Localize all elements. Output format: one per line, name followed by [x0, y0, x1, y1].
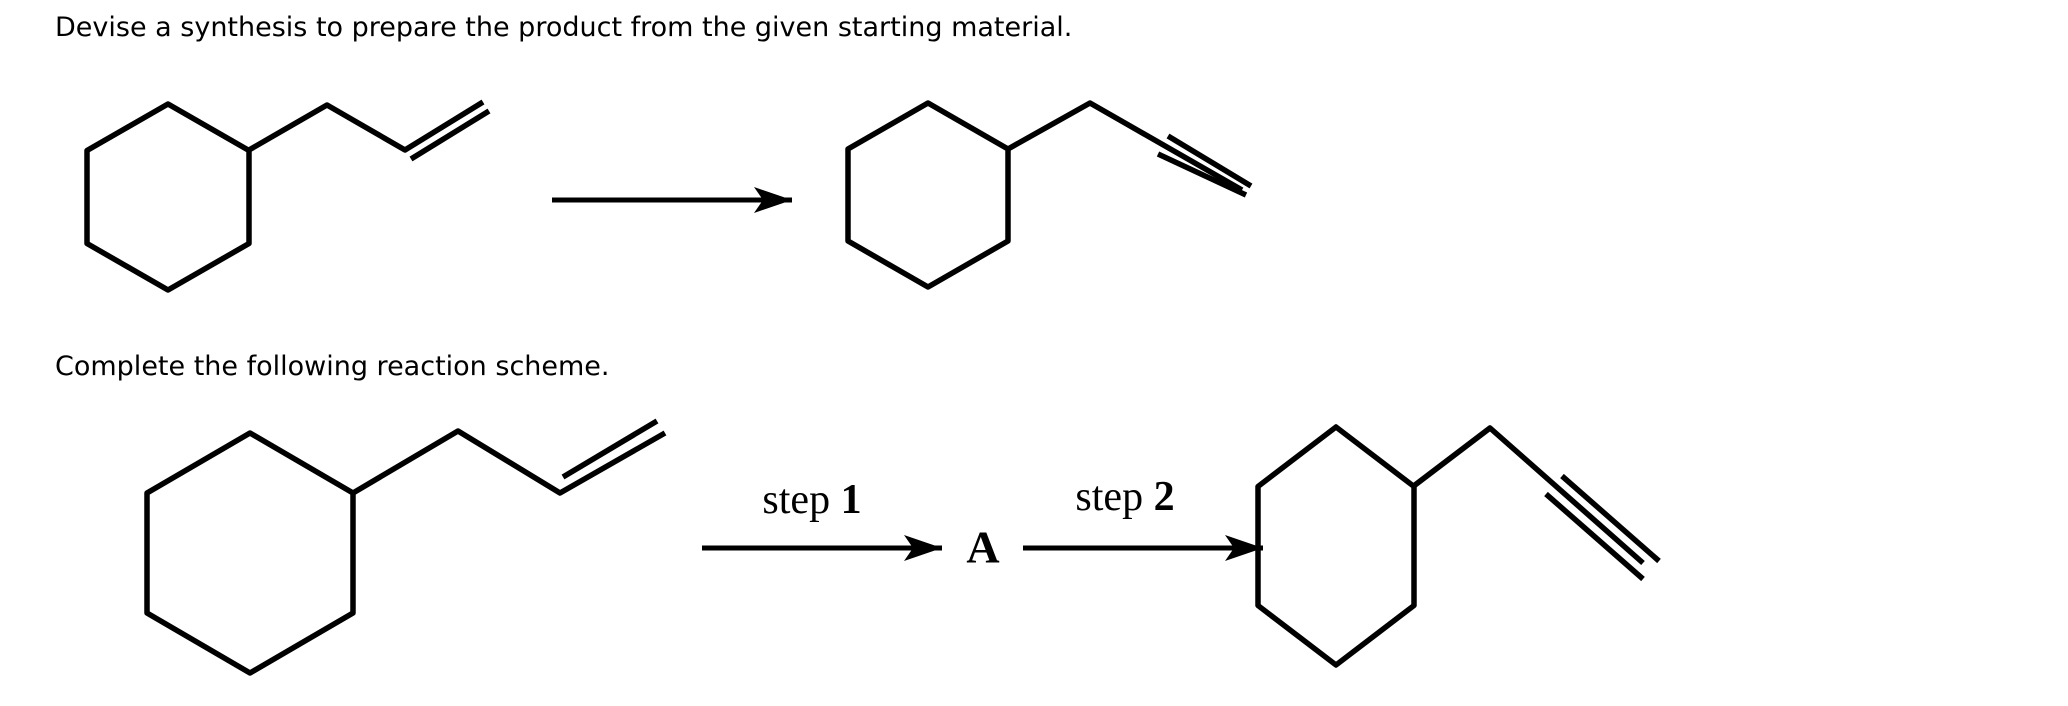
cyclohexane-ring — [845, 100, 1011, 290]
step1-word: step — [762, 477, 831, 523]
molecule-cyclohexylpropyne-product-2 — [1255, 424, 1661, 668]
molecules-layer — [84, 99, 1661, 676]
triple-bond-flank-lower — [1156, 151, 1248, 198]
arrows-layer — [552, 187, 1263, 561]
question-2-text: Complete the following reaction scheme. — [55, 351, 610, 382]
triple-bond-flank-upper — [1166, 133, 1253, 189]
allyl-chain-and-double-bond-main — [247, 99, 485, 153]
propargyl-chain-and-triple-bond-main — [1413, 425, 1645, 566]
cyclohexane-ring — [1255, 424, 1417, 668]
allyl-chain-and-double-bond-main — [351, 428, 667, 496]
double-bond-second-line — [409, 108, 491, 162]
step1-label: step 1 — [762, 476, 861, 524]
step2-label: step 2 — [1075, 473, 1174, 521]
propargyl-chain-and-triple-bond-main — [1006, 100, 1244, 193]
cyclohexane-ring — [84, 101, 252, 293]
step2-number: 2 — [1153, 474, 1175, 520]
question-1-text: Devise a synthesis to prepare the produc… — [55, 12, 1073, 43]
molecule-allylcyclohexane-start-2 — [144, 418, 667, 676]
double-bond-second-line — [561, 418, 659, 480]
molecule-allylcyclohexane-start-1 — [84, 99, 491, 293]
intermediate-a-label: A — [966, 521, 1000, 573]
triple-bond-flank-upper — [1560, 473, 1661, 564]
cyclohexane-ring — [144, 430, 356, 676]
step1-number: 1 — [840, 477, 862, 523]
step2-word: step — [1075, 474, 1144, 520]
triple-bond-flank-lower — [1544, 491, 1645, 582]
molecule-cyclohexylpropyne-product-1 — [845, 100, 1253, 290]
